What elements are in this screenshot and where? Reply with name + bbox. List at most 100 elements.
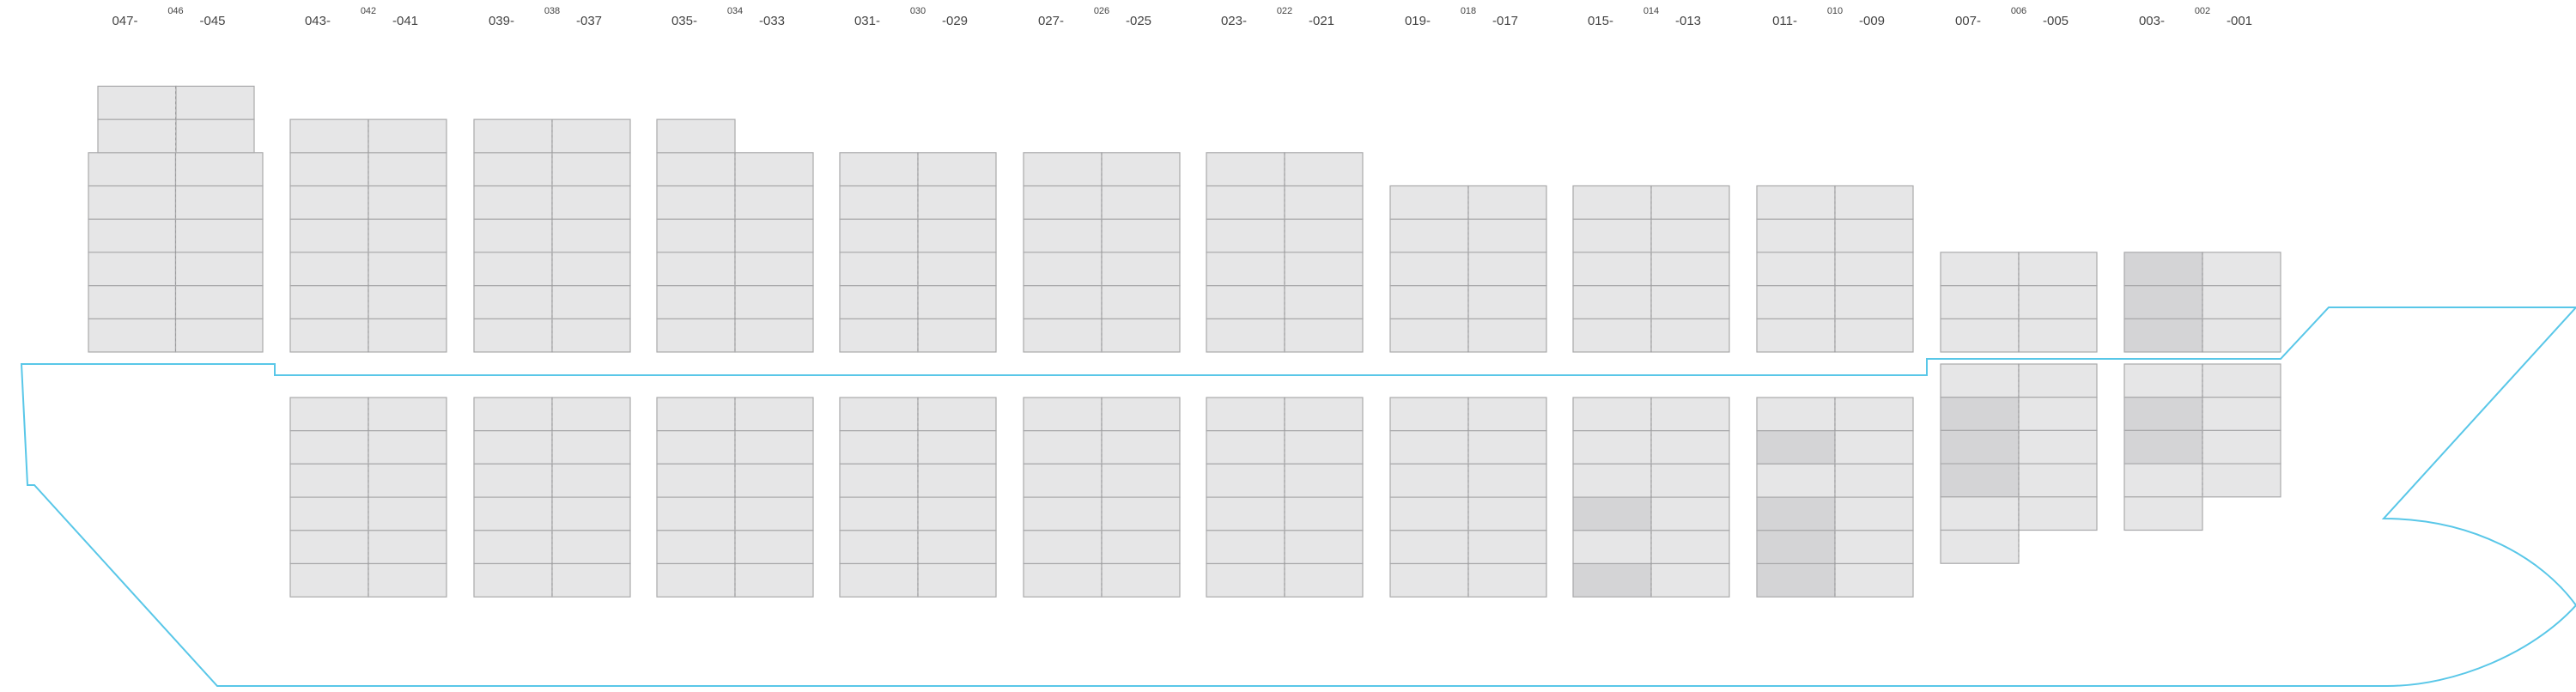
hold-slot-left[interactable] bbox=[473, 496, 553, 531]
deck-slot-left[interactable] bbox=[289, 285, 369, 319]
deck-slot-left[interactable] bbox=[656, 185, 736, 220]
hold-slot-left[interactable] bbox=[2123, 429, 2203, 464]
deck-slot-right[interactable] bbox=[1467, 285, 1547, 319]
hold-slot-right[interactable] bbox=[2202, 429, 2281, 464]
hold-slot-left[interactable] bbox=[473, 463, 553, 498]
deck-slot-left[interactable] bbox=[1206, 152, 1285, 187]
hold-slot-left[interactable] bbox=[1389, 530, 1469, 565]
hold-slot-left[interactable] bbox=[839, 496, 919, 531]
hold-slot-right[interactable] bbox=[368, 463, 447, 498]
deck-slot-right[interactable] bbox=[1650, 185, 1730, 220]
deck-slot-right[interactable] bbox=[551, 152, 631, 187]
deck-slot-left[interactable] bbox=[289, 118, 369, 154]
hold-slot-right[interactable] bbox=[1467, 562, 1547, 598]
hold-slot-left[interactable] bbox=[839, 530, 919, 565]
hold-slot-left[interactable] bbox=[1940, 429, 2020, 464]
deck-slot-left[interactable] bbox=[1940, 252, 2020, 287]
hold-slot-right[interactable] bbox=[1467, 430, 1547, 465]
deck-slot-left[interactable] bbox=[2123, 285, 2203, 319]
deck-slot-right[interactable] bbox=[551, 185, 631, 220]
deck-slot-left[interactable] bbox=[473, 218, 553, 253]
deck-slot-left[interactable] bbox=[656, 285, 736, 319]
deck-slot-left[interactable] bbox=[88, 318, 177, 353]
hold-slot-right[interactable] bbox=[368, 397, 447, 432]
deck-slot-right[interactable] bbox=[734, 285, 814, 319]
hold-slot-right[interactable] bbox=[551, 530, 631, 565]
deck-slot-right[interactable] bbox=[917, 318, 997, 353]
hold-slot-left[interactable] bbox=[1206, 562, 1285, 598]
hold-slot-right[interactable] bbox=[1467, 397, 1547, 432]
deck-slot-right[interactable] bbox=[1467, 185, 1547, 220]
hold-slot-right[interactable] bbox=[551, 397, 631, 432]
deck-slot-right[interactable] bbox=[1101, 318, 1181, 353]
deck-slot-left[interactable] bbox=[1572, 285, 1652, 319]
deck-slot-left[interactable] bbox=[2123, 318, 2203, 353]
deck-slot-right[interactable] bbox=[174, 318, 264, 353]
hold-slot-right[interactable] bbox=[1834, 397, 1914, 432]
deck-slot-right[interactable] bbox=[917, 252, 997, 287]
deck-slot-left[interactable] bbox=[839, 318, 919, 353]
deck-slot-left[interactable] bbox=[97, 85, 177, 120]
hold-slot-left[interactable] bbox=[1572, 530, 1652, 565]
deck-slot-left[interactable] bbox=[1023, 185, 1103, 220]
hold-slot-right[interactable] bbox=[1650, 530, 1730, 565]
hold-slot-left[interactable] bbox=[289, 463, 369, 498]
deck-slot-left[interactable] bbox=[656, 118, 736, 154]
deck-slot-right[interactable] bbox=[1467, 318, 1547, 353]
hold-slot-right[interactable] bbox=[734, 463, 814, 498]
deck-slot-right[interactable] bbox=[917, 152, 997, 187]
deck-slot-left[interactable] bbox=[88, 252, 177, 287]
deck-slot-left[interactable] bbox=[1206, 318, 1285, 353]
hold-slot-left[interactable] bbox=[1206, 496, 1285, 531]
hold-slot-left[interactable] bbox=[473, 530, 553, 565]
hold-slot-left[interactable] bbox=[289, 530, 369, 565]
hold-slot-left[interactable] bbox=[1206, 463, 1285, 498]
deck-slot-left[interactable] bbox=[1206, 218, 1285, 253]
hold-slot-left[interactable] bbox=[1756, 496, 1836, 531]
deck-slot-right[interactable] bbox=[1467, 252, 1547, 287]
deck-slot-right[interactable] bbox=[734, 152, 814, 187]
deck-slot-right[interactable] bbox=[2018, 318, 2098, 353]
hold-slot-right[interactable] bbox=[917, 397, 997, 432]
deck-slot-left[interactable] bbox=[473, 152, 553, 187]
hold-slot-left[interactable] bbox=[1756, 397, 1836, 432]
hold-slot-right[interactable] bbox=[368, 430, 447, 465]
deck-slot-right[interactable] bbox=[734, 218, 814, 253]
deck-slot-left[interactable] bbox=[473, 318, 553, 353]
deck-slot-right[interactable] bbox=[368, 252, 447, 287]
hold-slot-right[interactable] bbox=[2202, 463, 2281, 498]
deck-slot-left[interactable] bbox=[656, 152, 736, 187]
hold-slot-left[interactable] bbox=[1940, 463, 2020, 498]
hold-slot-left[interactable] bbox=[656, 562, 736, 598]
hold-slot-right[interactable] bbox=[551, 430, 631, 465]
hold-slot-left[interactable] bbox=[1572, 562, 1652, 598]
hold-slot-left[interactable] bbox=[839, 463, 919, 498]
deck-slot-left[interactable] bbox=[1572, 185, 1652, 220]
hold-slot-left[interactable] bbox=[1940, 363, 2020, 398]
hold-slot-left[interactable] bbox=[2123, 363, 2203, 398]
hold-slot-right[interactable] bbox=[368, 496, 447, 531]
deck-slot-right[interactable] bbox=[734, 185, 814, 220]
hold-slot-left[interactable] bbox=[1023, 397, 1103, 432]
hold-slot-left[interactable] bbox=[656, 496, 736, 531]
hold-slot-right[interactable] bbox=[917, 562, 997, 598]
hold-slot-left[interactable] bbox=[1023, 463, 1103, 498]
deck-slot-left[interactable] bbox=[289, 185, 369, 220]
deck-slot-left[interactable] bbox=[839, 152, 919, 187]
hold-slot-right[interactable] bbox=[551, 463, 631, 498]
deck-slot-right[interactable] bbox=[2202, 252, 2281, 287]
deck-slot-left[interactable] bbox=[1389, 318, 1469, 353]
hold-slot-right[interactable] bbox=[1284, 430, 1364, 465]
deck-slot-right[interactable] bbox=[1650, 218, 1730, 253]
deck-slot-right[interactable] bbox=[1284, 218, 1364, 253]
deck-slot-right[interactable] bbox=[1101, 285, 1181, 319]
hold-slot-right[interactable] bbox=[1101, 430, 1181, 465]
deck-slot-left[interactable] bbox=[1023, 152, 1103, 187]
hold-slot-left[interactable] bbox=[1756, 430, 1836, 465]
hold-slot-left[interactable] bbox=[1756, 530, 1836, 565]
hold-slot-right[interactable] bbox=[2018, 397, 2098, 432]
hold-slot-right[interactable] bbox=[2018, 363, 2098, 398]
hold-slot-right[interactable] bbox=[1834, 562, 1914, 598]
deck-slot-left[interactable] bbox=[1389, 252, 1469, 287]
hold-slot-right[interactable] bbox=[1467, 530, 1547, 565]
